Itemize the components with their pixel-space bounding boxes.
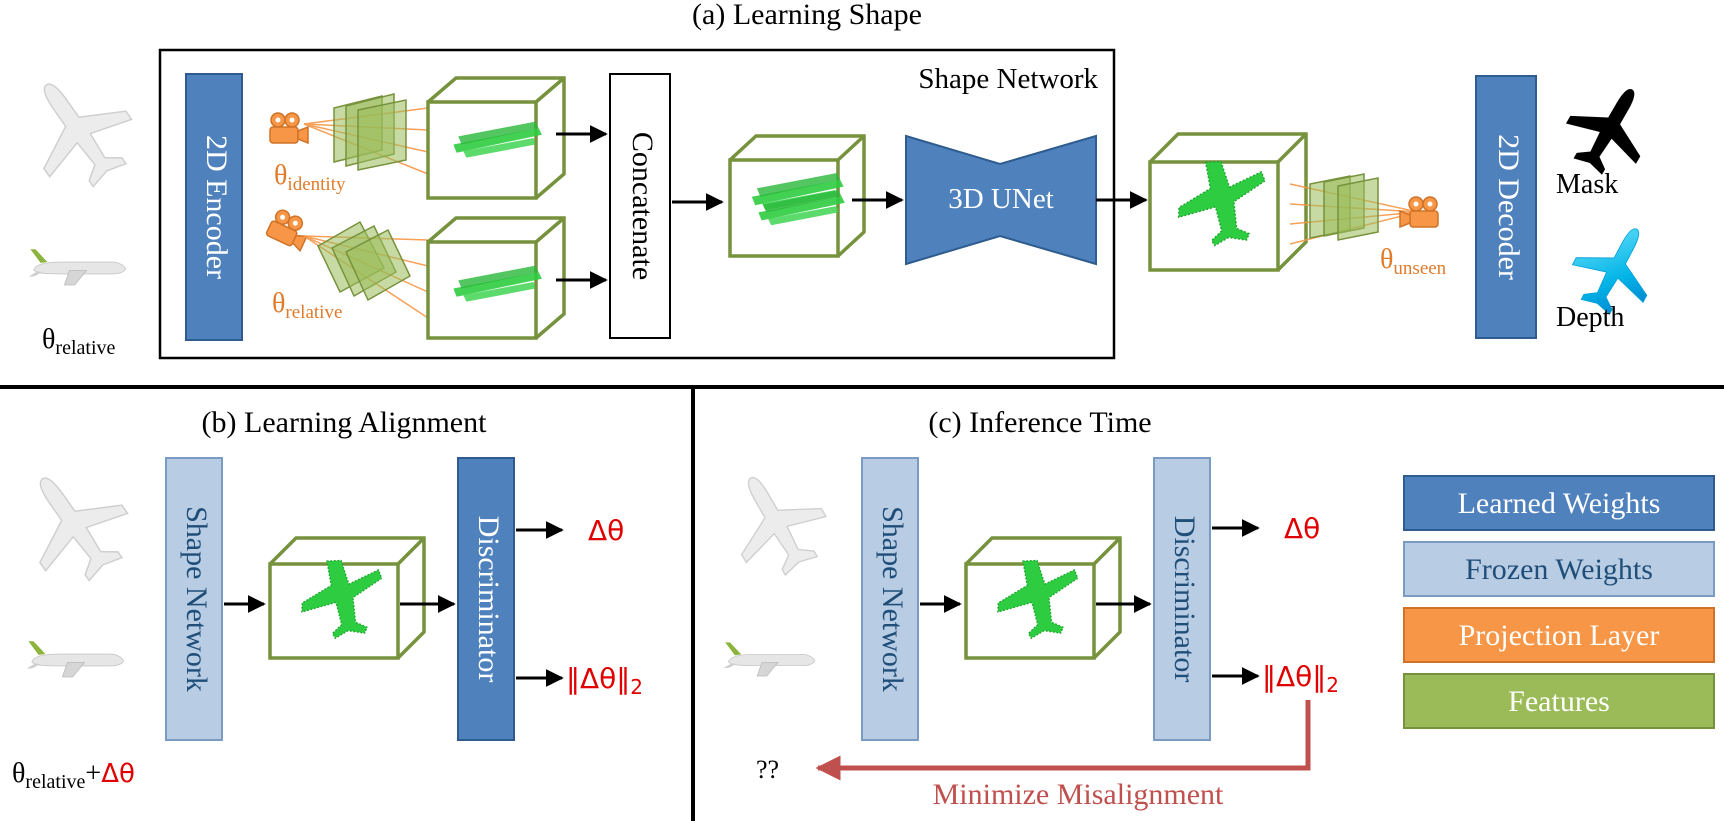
misalignment-feedback-arrow — [815, 700, 1311, 781]
panel-c-title: (c) Inference Time — [928, 406, 1151, 439]
voxel-cube-icon — [728, 134, 866, 258]
feature-planes-top — [303, 93, 429, 175]
unknown-label: ?? — [756, 755, 779, 784]
panel-a-title: (a) Learning Shape — [692, 0, 922, 31]
norm-output-c: ‖Δθ‖2 — [1262, 660, 1339, 697]
legend-swatch — [1403, 673, 1715, 729]
theta-identity-label: θidentity — [274, 160, 346, 195]
voxel-plane — [989, 551, 1088, 644]
encoder-2d-label: 2D Encoder — [200, 135, 233, 279]
unet-3d-label: 3D UNet — [948, 183, 1054, 215]
plane-image-icon — [28, 248, 127, 286]
legend-label: Features — [1508, 685, 1610, 718]
voxel-cube-icon — [426, 216, 566, 340]
legend-label: Frozen Weights — [1465, 553, 1653, 586]
decoder-2d-block — [1475, 75, 1537, 339]
voxel-plane — [1169, 152, 1276, 252]
camera-icon — [1399, 196, 1439, 228]
theta-unseen-label: θunseen — [1380, 244, 1447, 279]
plane-image-icon — [710, 454, 842, 590]
legend-swatch — [1403, 541, 1715, 597]
theta-relative-top-label: θrelative — [272, 288, 342, 323]
camera-icon — [264, 206, 314, 252]
minimize-misalignment-label: Minimize Misalignment — [933, 778, 1224, 811]
legend-swatch — [1403, 475, 1715, 531]
legend-label: Projection Layer — [1459, 619, 1660, 652]
shape-network-label-b: Shape Network — [180, 506, 213, 692]
discriminator-frozen — [1153, 457, 1211, 741]
encoder-2d-block — [185, 73, 243, 341]
voxel-points — [453, 265, 542, 302]
feature-planes-bottom — [303, 220, 429, 319]
plane-image-icon — [26, 640, 125, 678]
concatenate-label: Concatenate — [626, 132, 659, 280]
delta-theta-output-b: Δθ — [588, 514, 624, 547]
plane-image-icon — [723, 642, 816, 677]
shape-network-frozen-c — [861, 457, 919, 741]
voxel-points — [453, 121, 542, 158]
mask-label: Mask — [1556, 169, 1618, 200]
norm-output-b: ‖Δθ‖2 — [566, 662, 643, 699]
voxel-plane — [293, 551, 392, 644]
theta-relative-plus-delta: θrelative+Δθ — [12, 758, 135, 793]
plane-image-icon — [0, 449, 148, 599]
shape-network-label-c: Shape Network — [876, 506, 909, 692]
depth-label: Depth — [1556, 302, 1624, 333]
unet-3d-shape — [905, 134, 1097, 266]
theta-relative-label: θrelative — [42, 324, 116, 359]
shape-network-frozen-b — [165, 457, 223, 741]
discriminator-label-c: Discriminator — [1168, 516, 1201, 683]
voxel-cube-icon — [426, 76, 566, 200]
panel-b-title: (b) Learning Alignment — [202, 406, 488, 439]
shape-network-label: Shape Network — [918, 63, 1098, 95]
feature-planes-unseen — [1289, 173, 1419, 245]
decoder-2d-label: 2D Decoder — [1492, 134, 1525, 280]
legend-swatch — [1403, 607, 1715, 663]
concatenate-block — [609, 73, 671, 339]
delta-theta-output-c: Δθ — [1284, 512, 1320, 545]
shape-network-box — [158, 48, 1116, 360]
discriminator-label-b: Discriminator — [472, 516, 505, 683]
discriminator-learned — [457, 457, 515, 741]
plane-image-icon — [4, 55, 152, 205]
legend-label: Learned Weights — [1458, 487, 1661, 520]
camera-icon — [269, 112, 309, 144]
